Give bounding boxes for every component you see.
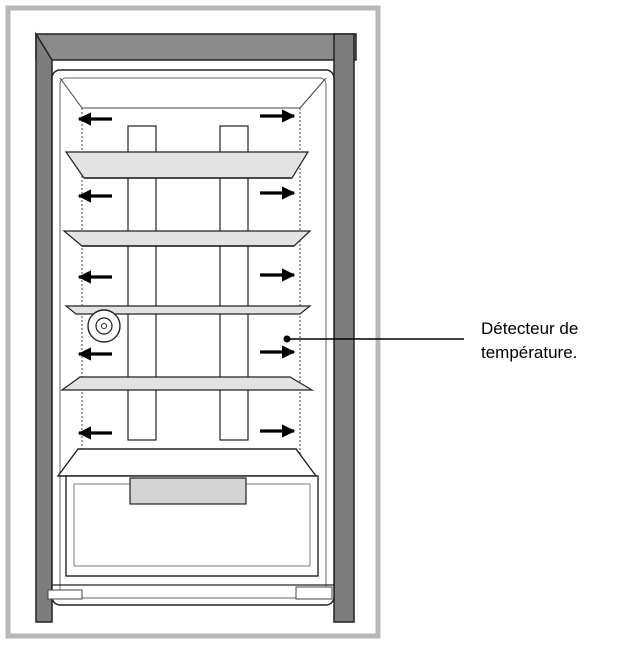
back-rail-right [219,125,249,441]
callout-label-line1: Détecteur de [481,319,578,338]
shelf-2 [62,230,312,247]
shelf-3 [64,305,312,315]
outer-frame [5,5,381,639]
shelf-1 [64,151,310,179]
cabinet-base [47,584,334,600]
sensor-callout: Détecteur de température. [283,319,578,362]
inner-cavity-liner [59,77,327,599]
crisper-cover [56,448,318,477]
shelf-4 [60,376,315,391]
callout-label-line2: température. [481,343,577,362]
drawer-handle-panel [129,477,247,505]
crisper-drawer [65,475,319,577]
back-rail-left [127,125,157,441]
airflow-arrows-right [260,109,296,438]
airflow-arrows-left [77,112,112,440]
temperature-sensor-icon [87,309,121,343]
right-side-wall [333,33,355,623]
cabinet-top [35,33,357,61]
left-side-wall [35,31,53,623]
